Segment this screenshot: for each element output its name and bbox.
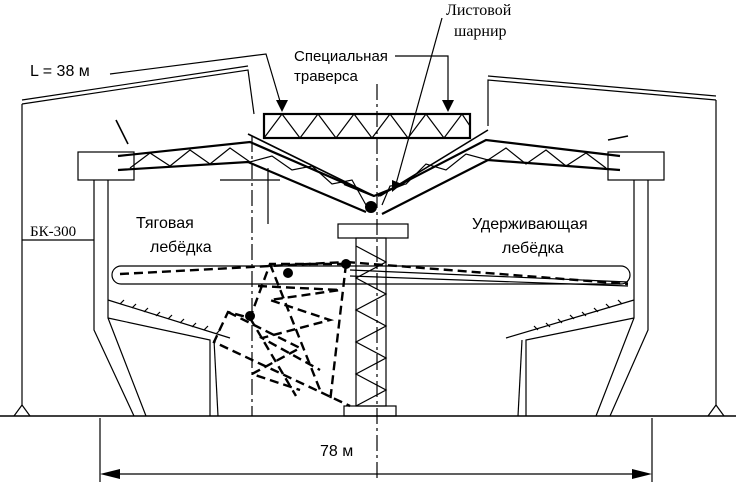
crane-label: БК-300: [30, 224, 76, 240]
base-width-label: 78 м: [320, 443, 353, 460]
hinge-label-line1: Листовой: [446, 2, 512, 19]
base-width-dimension: [99, 418, 653, 482]
left-crane-bk300: [13, 65, 255, 417]
special-traverse: [247, 112, 489, 197]
rotating-truss-positions: [212, 259, 351, 408]
hold-winch-label-line1: Удерживающая: [472, 216, 588, 233]
left-span-truss: [115, 119, 375, 214]
span-length-label: L = 38 м: [30, 63, 90, 80]
hold-winch-label-line2: лебёдка: [502, 240, 564, 257]
central-support: [337, 223, 409, 417]
right-support-tower: [505, 151, 665, 417]
right-crane: [487, 75, 725, 417]
traverse-label-line2: траверса: [294, 68, 359, 85]
right-span-truss: [377, 135, 629, 215]
pull-winch-label-line2: лебёдка: [150, 239, 212, 256]
pull-winch-label-line1: Тяговая: [136, 215, 194, 232]
leader-arrows: [22, 17, 454, 241]
winch-cables: [111, 260, 631, 287]
left-support-tower: [77, 151, 231, 417]
hinge-label-line2: шарнир: [454, 23, 507, 40]
center-axis: [220, 84, 378, 480]
traverse-label-line1: Специальная: [294, 48, 388, 65]
